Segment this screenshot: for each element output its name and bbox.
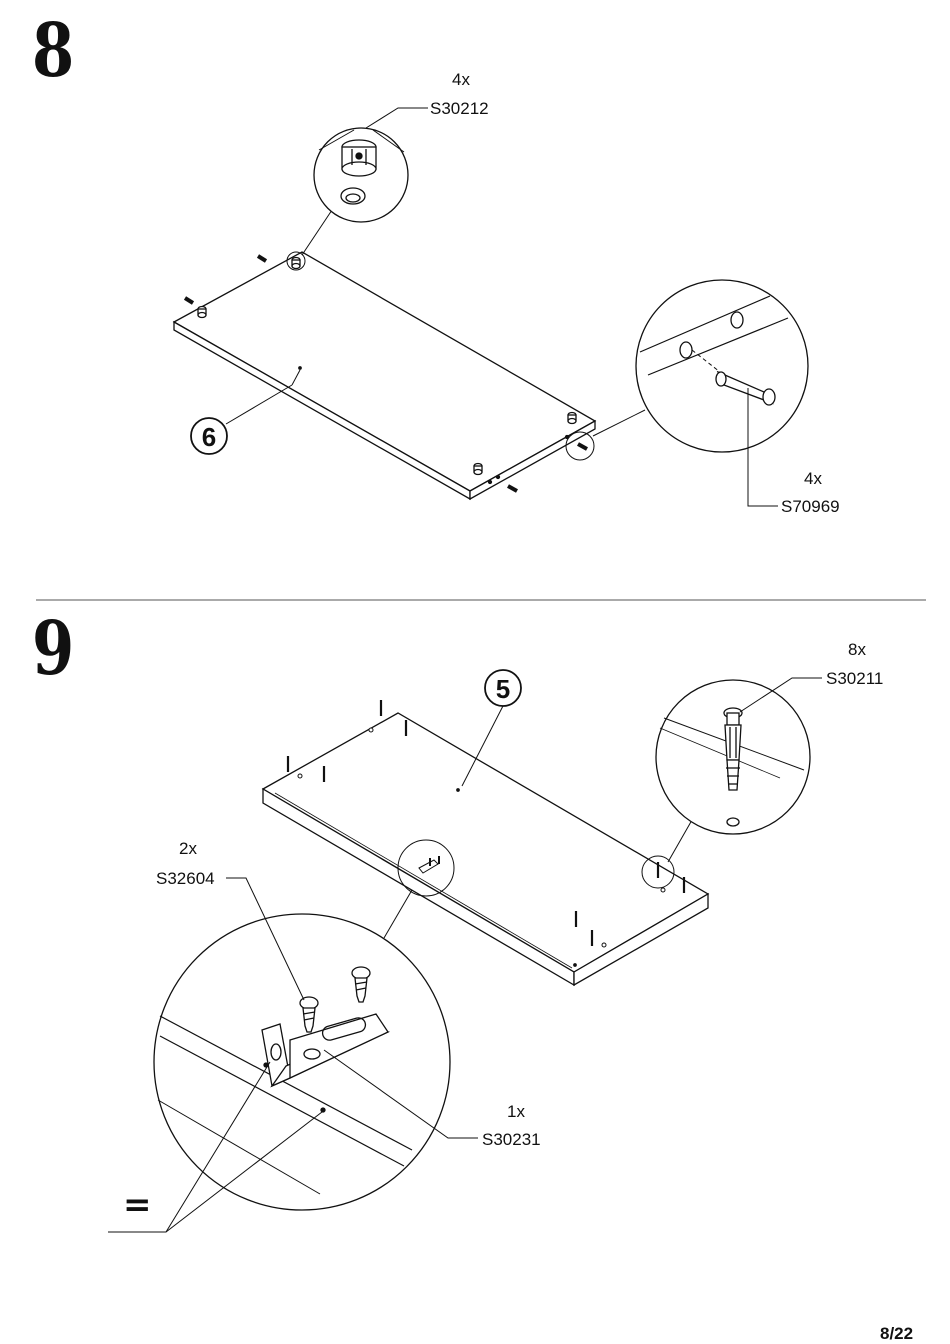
page-number: 8/22: [880, 1324, 914, 1343]
step8-right-qty: 4x: [804, 469, 822, 488]
step-8-number: 8: [32, 8, 75, 94]
part-5-label: 5: [496, 674, 510, 704]
step9-screw-qty: 2x: [179, 839, 197, 858]
detail-circle-cam: [313, 127, 409, 223]
cam-fittings-6: [197, 256, 577, 476]
step-9-number: 9: [32, 606, 75, 692]
panel-6: [172, 251, 597, 501]
dowels-6: [183, 254, 588, 493]
detail-circle-cam-bolt: [655, 679, 811, 835]
step8-top-code: S30212: [430, 99, 489, 118]
detail-circle-dowel: [635, 279, 809, 453]
detail-circle-bracket: [153, 913, 451, 1211]
step9-right-qty: 8x: [848, 640, 866, 659]
step9-screw-code: S32604: [156, 869, 215, 888]
step9-bracket-qty: 1x: [507, 1102, 525, 1121]
step8-right-code: S70969: [781, 497, 840, 516]
cam-bolts-5: [286, 700, 686, 946]
part-6-label: 6: [202, 422, 216, 452]
step9-right-code: S30211: [826, 669, 884, 688]
equals-symbol: =: [123, 1185, 152, 1225]
step8-top-qty: 4x: [452, 70, 470, 89]
panel-5: [261, 712, 710, 987]
step9-bracket-code: S30231: [482, 1130, 541, 1149]
